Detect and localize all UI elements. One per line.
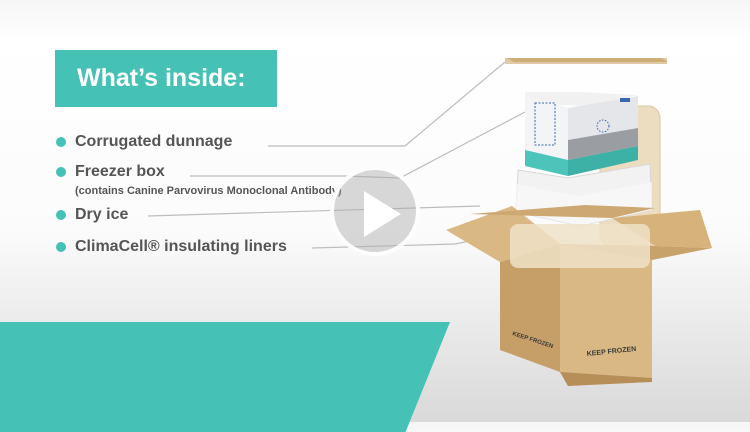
list-item-dry-ice: Dry ice [56,206,128,224]
title-banner [55,50,277,107]
list-item-climacell-liners: ClimaCell® insulating liners [56,238,287,256]
title: What’s inside: [77,64,246,92]
freezer-box [525,92,638,176]
list-item-corrugated-dunnage: Corrugated dunnage [56,133,232,151]
connector-line [147,205,481,217]
connector-line [268,61,506,147]
list-item-freezer-box: Freezer box [56,163,165,181]
play-button[interactable] [330,166,420,256]
shipping-box: KEEP FROZEN KEEP FROZEN [446,205,712,386]
item-label: Dry ice [75,206,129,223]
dunnage-sheet [505,58,668,64]
bullet-icon [56,167,66,177]
bullet-icon [56,210,66,220]
item-label: Corrugated dunnage [75,133,233,150]
bullet-icon [56,242,66,252]
item-label: ClimaCell® insulating liners [75,238,287,255]
bullet-icon [56,137,66,147]
package-illustration: KEEP FROZEN KEEP FROZEN [147,58,712,386]
item-subtext: (contains Canine Parvovirus Monoclonal A… [75,185,342,197]
connector-line [190,111,526,179]
play-icon [364,191,401,237]
item-label: Freezer box [75,163,165,180]
